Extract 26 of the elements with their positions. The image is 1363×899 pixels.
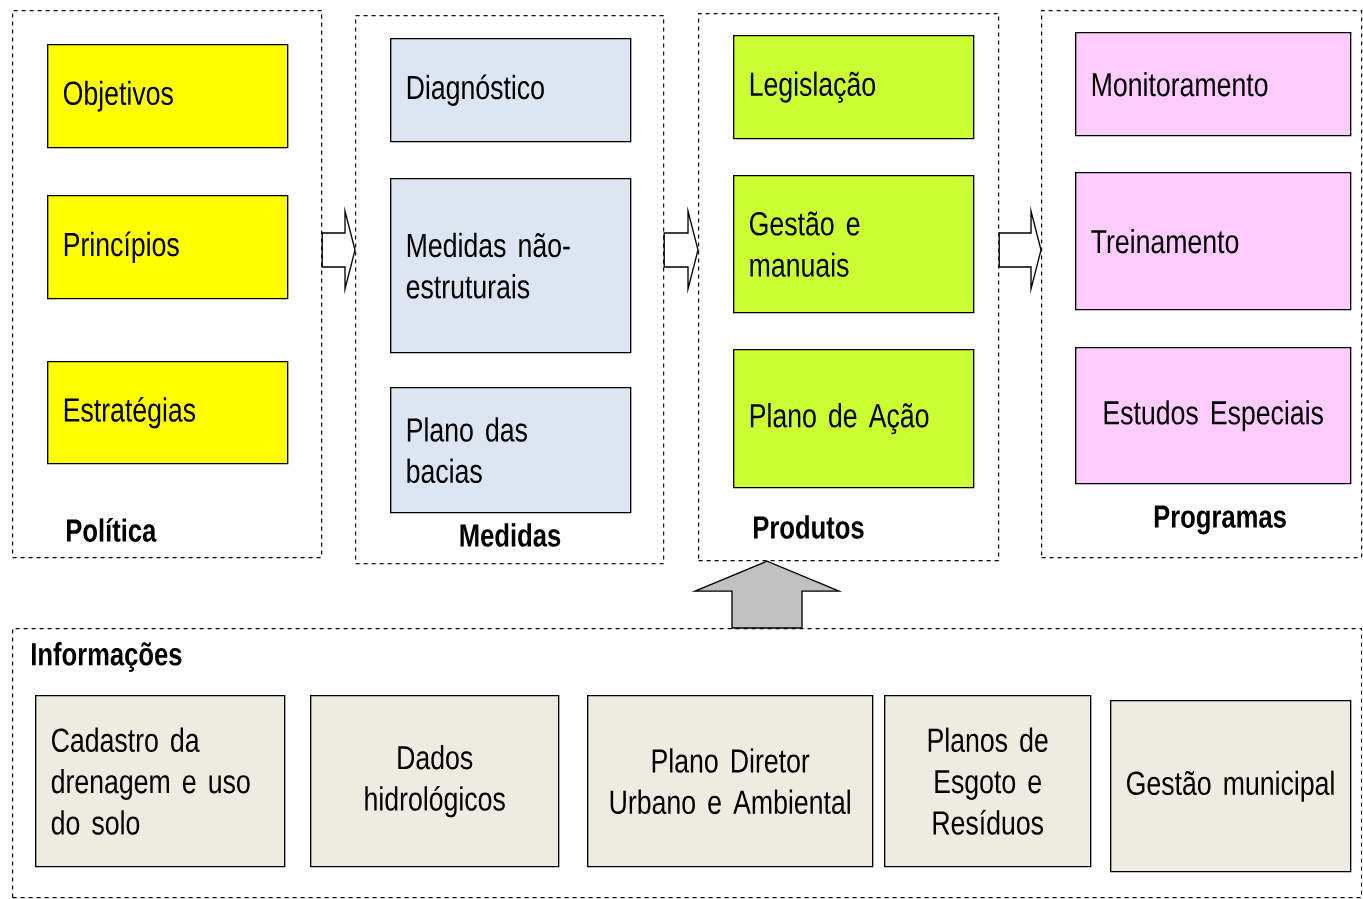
text-box: Princípios [47, 195, 289, 300]
text-box: Legislação [733, 35, 975, 140]
group-title: Programas [1154, 505, 1286, 535]
text-box: Dados hidrológicos [310, 695, 560, 868]
text-box: Monitoramento [1075, 32, 1352, 137]
text-box: Medidas não-estruturais [390, 178, 632, 354]
text-box: Treinamento [1075, 172, 1352, 311]
text-box: Objetivos [47, 44, 289, 149]
text-box: Gestão e manuais [733, 175, 975, 314]
block-arrow [663, 205, 699, 295]
text-box: Diagnóstico [390, 38, 632, 143]
block-arrow [691, 560, 843, 629]
text-box: Planos de Esgoto e Resíduos [884, 695, 1092, 868]
block-arrow [998, 205, 1042, 295]
text-box: Plano das bacias [390, 387, 632, 514]
group-title: Política [67, 518, 157, 542]
text-box: Plano Diretor Urbano e Ambiental [587, 695, 874, 868]
group-title: Informações [32, 642, 182, 672]
group-title: Produtos [754, 515, 864, 539]
block-arrow [321, 205, 356, 295]
text-box: Gestão municipal [1110, 700, 1352, 873]
text-box: Estudos Especiais [1075, 347, 1352, 485]
text-box: Cadastro da drenagem e uso do solo [35, 695, 286, 868]
text-box: Estratégias [47, 361, 289, 465]
group-title: Medidas [460, 523, 561, 547]
text-box: Plano de Ação [733, 349, 975, 489]
